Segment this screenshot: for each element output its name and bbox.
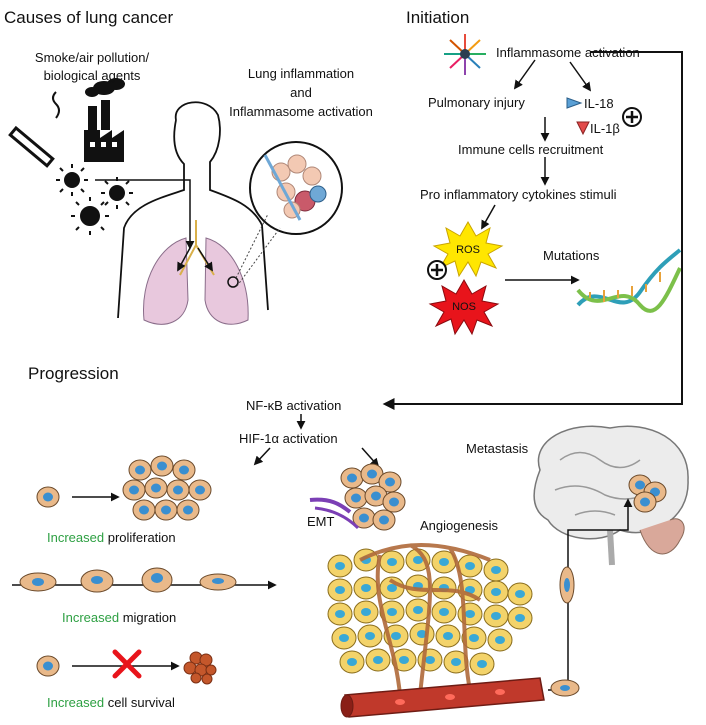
progression-heading: Progression (28, 364, 119, 383)
il1b-icon (576, 121, 590, 136)
survival-caption: Increased cell survival (47, 695, 175, 710)
hif-label: HIF-1α activation (239, 431, 338, 446)
dna-helix-icon (576, 248, 682, 313)
pulmonary-injury-label: Pulmonary injury (428, 95, 525, 110)
blood-vessel (340, 677, 545, 718)
causes-heading: Causes of lung cancer (4, 8, 174, 27)
initiation-heading: Initiation (406, 8, 470, 27)
human-silhouette (117, 101, 269, 319)
proliferation-word: proliferation (107, 530, 176, 545)
cigarette-icon (8, 91, 60, 168)
migration-caption: Increased migration (62, 610, 176, 625)
metastasis-label: Metastasis (466, 441, 529, 456)
migration-word: migration (122, 610, 177, 625)
brain-icon (533, 425, 689, 566)
tumor-mass (327, 543, 533, 696)
factory-icon (84, 78, 125, 162)
agents-label-line1: Smoke/air pollution/ (34, 50, 150, 65)
ros-burst (432, 220, 504, 278)
inflammation-label-line1: Lung inflammation (247, 66, 355, 81)
survival-word: cell survival (107, 695, 175, 710)
angiogenesis-label: Angiogenesis (420, 518, 499, 533)
il18-icon (566, 97, 583, 109)
apoptotic-cell (183, 651, 217, 685)
blocked-icon (112, 649, 142, 679)
nos-label: NOS (452, 301, 476, 313)
emt-cluster (309, 463, 406, 531)
migrating-cells (19, 567, 237, 593)
mutations-label: Mutations (543, 248, 600, 263)
increased-word: Increased (47, 530, 105, 545)
il1b-label: IL-1β (590, 121, 620, 136)
ros-label: ROS (456, 244, 480, 256)
lungs-icon (142, 220, 249, 325)
inflammation-label-line3: Inflammasome activation (229, 104, 373, 119)
agents-label-line2: biological agents (43, 68, 141, 83)
increased-word: Increased (62, 610, 120, 625)
alveoli-magnifier (227, 141, 343, 288)
emt-label: EMT (307, 514, 335, 529)
immune-recruitment-label: Immune cells recruitment (458, 142, 604, 157)
plus-icon (427, 260, 447, 280)
cytokines-label: Pro inflammatory cytokines stimuli (420, 187, 617, 202)
virus-icon (56, 164, 133, 235)
proliferation-caption: Increased proliferation (47, 530, 176, 545)
nfkb-label: NF-κB activation (246, 398, 342, 413)
inflammasome-icon (444, 34, 486, 75)
cell-cluster (122, 455, 212, 521)
increased-word: Increased (47, 695, 105, 710)
inflammasome-label: Inflammasome activation (496, 45, 640, 60)
il18-label: IL-18 (584, 96, 614, 111)
nos-burst (428, 278, 500, 336)
plus-icon (622, 107, 642, 127)
inflammation-label-line2: and (290, 85, 312, 100)
